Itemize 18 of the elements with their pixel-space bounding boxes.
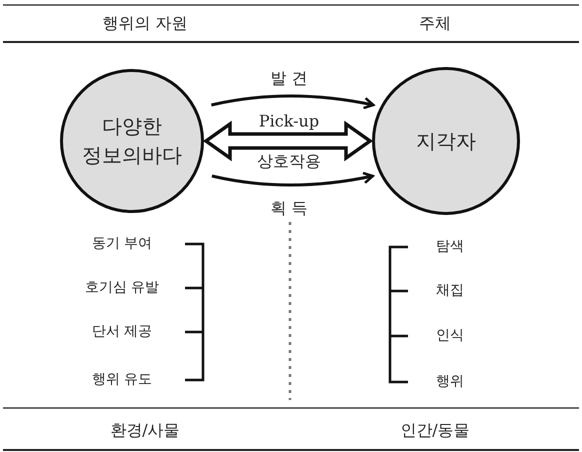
arrow — [212, 172, 374, 186]
double-arrow — [202, 120, 374, 162]
edge-label: Pick-up — [256, 111, 322, 131]
column-footer: 인간/동물 — [400, 420, 470, 440]
list-item: 채집 — [436, 282, 464, 300]
list-item: 행위 유도 — [92, 372, 152, 388]
list-item: 행위 — [436, 374, 464, 390]
node-label: 지각자 — [415, 128, 477, 154]
list-item: 탐색 — [436, 238, 464, 256]
node-label: 다양한 정보의바다 — [81, 113, 183, 169]
list-item: 단서 제공 — [92, 324, 152, 340]
list-item: 동기 부여 — [92, 236, 152, 252]
column-heading: 주체 — [419, 13, 451, 33]
arrow — [211, 94, 375, 110]
column-heading: 행위의 자원 — [102, 13, 188, 33]
list-item: 호기심 유발 — [84, 280, 160, 296]
list-item: 인식 — [436, 328, 464, 344]
column-footer: 환경/사물 — [110, 420, 180, 440]
